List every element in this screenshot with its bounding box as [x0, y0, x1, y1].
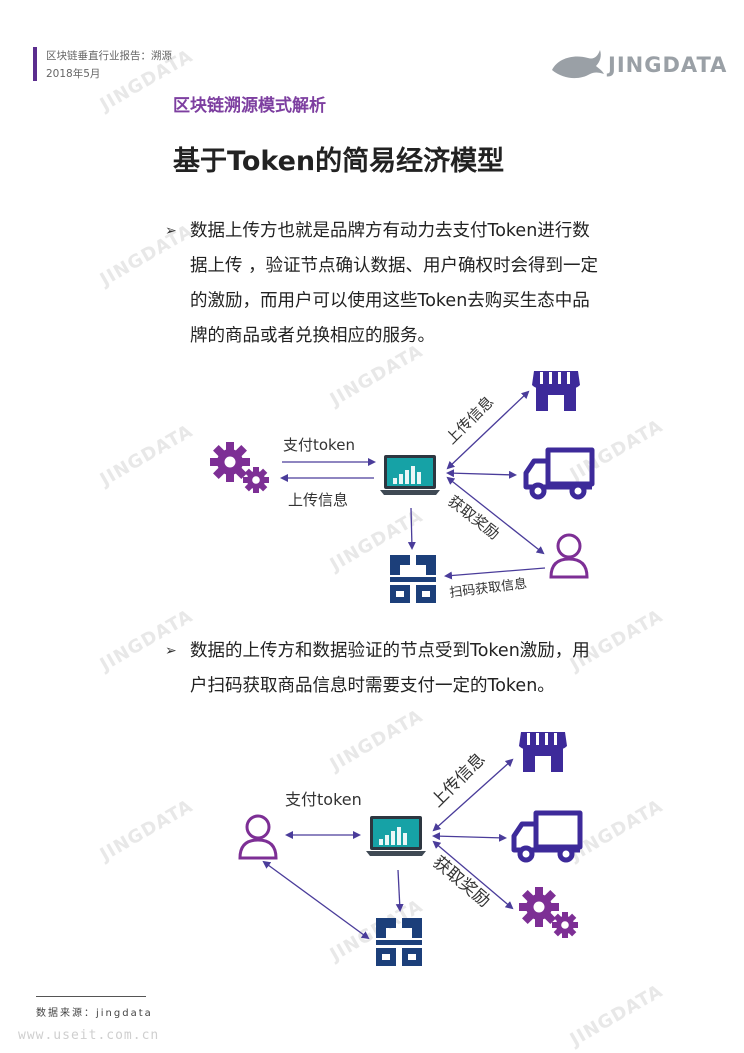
laptop-icon: [380, 455, 440, 495]
paragraph-line: 牌的商品或者兑换相应的服务。: [190, 326, 435, 346]
paragraph-1: ➢ 数据上传方也就是品牌方有动力去支付Token进行数 据上传 ，验证节点确认数…: [165, 214, 675, 354]
footer-data-source: 数据来源：jingdata: [36, 1008, 153, 1019]
bullet-arrow-icon: ➢: [165, 643, 177, 659]
arrow-shop: [446, 390, 530, 470]
paragraph-line: 的激励，而用户可以使用这些Token去购买生态中品: [190, 291, 590, 311]
footer-site-watermark: www.useit.com.cn: [18, 1028, 160, 1043]
paragraph-line: 数据的上传方和数据验证的节点受到Token激励，用: [190, 641, 590, 661]
whale-logo-icon: [552, 50, 604, 79]
label-upload-info-diagonal: 上传信息: [427, 749, 489, 811]
paragraph-line: 数据上传方也就是品牌方有动力去支付Token进行数: [190, 221, 590, 241]
laptop-icon: [366, 816, 426, 856]
label-get-reward: 获取奖励: [429, 853, 494, 912]
gears-icon: [210, 442, 269, 493]
label-get-reward: 获取奖励: [445, 492, 503, 543]
label-scan-info: 扫码获取信息: [449, 576, 528, 601]
header-date: 2018年5月: [46, 68, 101, 80]
arrow-laptop-qr: [407, 507, 416, 550]
qr-code-icon: [376, 918, 422, 966]
qr-code-icon: [390, 555, 436, 603]
user-icon: [238, 814, 278, 860]
header-report-title: 区块链垂直行业报告：溯源: [46, 50, 172, 62]
paragraph-line: 户扫码获取商品信息时需要支付一定的Token。: [190, 676, 555, 696]
label-upload-info: 上传信息: [288, 491, 348, 509]
paragraph-2: ➢ 数据的上传方和数据验证的节点受到Token激励，用 户扫码获取商品信息时需要…: [165, 634, 675, 704]
footer-rule: [36, 996, 146, 997]
shop-icon: [532, 371, 580, 411]
shop-icon: [519, 732, 567, 772]
header-accent-bar: [33, 47, 37, 81]
section-title: 区块链溯源模式解析: [173, 96, 326, 116]
arrow-truck: [432, 832, 507, 842]
arrow-user: [446, 476, 545, 555]
user-icon: [549, 533, 589, 579]
arrow-user-qr: [262, 860, 370, 940]
label-pay-token: 支付token: [283, 436, 355, 454]
arrow-truck: [446, 469, 517, 479]
paragraph-line: 据上传 ，验证节点确认数据、用户确权时会得到一定: [190, 256, 599, 276]
arrow-shop: [432, 758, 514, 832]
truck-icon: [514, 813, 580, 860]
truck-icon: [526, 450, 592, 497]
arrow-gears: [432, 840, 514, 910]
bullet-arrow-icon: ➢: [165, 223, 177, 239]
arrow-laptop-qr: [395, 869, 404, 912]
logo-brand-text: JINGDATA: [608, 53, 728, 77]
gears-icon: [519, 887, 578, 938]
label-upload-info-diagonal: 上传信息: [442, 393, 497, 448]
page-title: 基于Token的简易经济模型: [173, 146, 505, 177]
arrow-user-qr: [444, 567, 546, 580]
jingdata-logo: JINGDATA: [548, 44, 726, 84]
label-pay-token: 支付token: [285, 790, 362, 809]
